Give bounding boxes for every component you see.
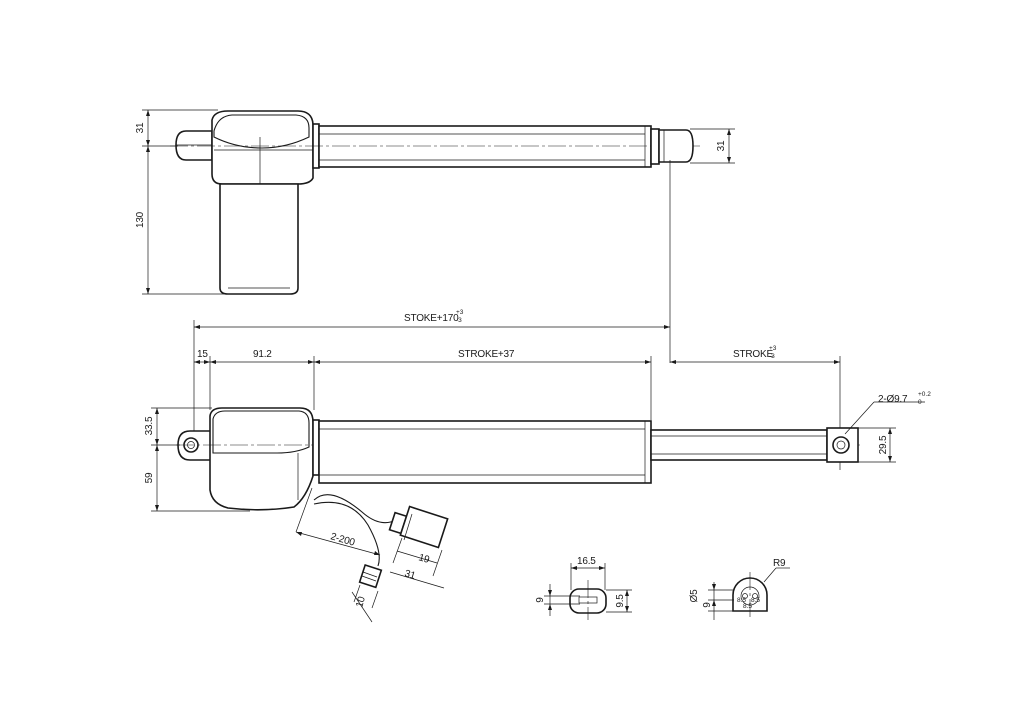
end-view-slot: 16.5 9.5 9 [535,556,632,620]
end-b-inner-dim-a: 8.5 [737,597,746,604]
tube-length-dim: STROKE+37 [458,349,515,360]
rod-end-hole [832,436,850,454]
offset-dim: 15 [197,349,208,360]
top-rod-end [658,129,694,163]
svg-text:+0.2: +0.2 [918,391,931,398]
svg-text:+3: +3 [456,309,464,316]
top-rod-stub [650,128,660,165]
end-view-round: R9 8.5 8.5 8.5 Ø5 9 [689,558,790,620]
end-b-hole-dim: Ø5 [689,589,700,603]
plug-width-dim: 19 [417,552,431,566]
gearbox-cover [212,410,310,454]
lower-half-dim: 59 [144,472,155,483]
cable-wire-1 [313,494,402,524]
svg-text:+3: +3 [769,345,777,352]
end-a-slot-dim: 9 [535,597,546,603]
top-motor-body [219,183,299,295]
main-plug [399,505,449,549]
total-height-dim: 130 [135,211,146,228]
top-rear-clevis [175,130,213,161]
end-b-radius-dim: R9 [773,558,786,569]
stroke-dim: STROKE [733,349,773,360]
plug-length-dim: 31 [403,568,417,582]
end-b-inner-dim-b: 8.5 [751,597,760,604]
inner-rod [650,429,828,461]
upper-half-dim: 33.5 [144,416,155,435]
small-plug-dim: 10 [354,595,368,609]
end-b-inner-dim-c: 8.5 [743,603,752,610]
end-a-height-dim: 9.5 [615,594,626,608]
svg-text:-3: -3 [769,353,775,360]
small-plug [358,563,383,589]
hole-dim: 2-Ø9.7 [878,394,908,405]
cable-assembly: 2-200 19 31 10 [295,487,449,623]
gearbox-housing [209,407,314,511]
side-view: STOKE+170 +3 -3 15 91.2 STROKE+37 STROKE… [144,160,931,512]
top-outer-tube [318,125,652,168]
cable-wire-2 [313,501,380,567]
outer-tube [318,420,652,484]
cable-length-dim: 2-200 [329,531,356,549]
top-rod-end-dim: 31 [716,140,727,151]
retracted-length-dim: STOKE+170 [404,313,459,324]
rod-end-block [826,427,859,463]
end-a-width-dim: 16.5 [577,556,596,567]
end-b-depth-dim: 9 [702,602,713,608]
motor-length-dim: 91.2 [253,349,272,360]
top-view: 31 31 130 [135,109,735,295]
svg-text:-3: -3 [456,317,462,324]
top-height-dim: 31 [135,122,146,133]
top-gearbox-lid [213,114,310,149]
side-collar [312,419,320,476]
svg-text:0: 0 [918,399,922,406]
end-height-dim: 29.5 [878,435,889,454]
